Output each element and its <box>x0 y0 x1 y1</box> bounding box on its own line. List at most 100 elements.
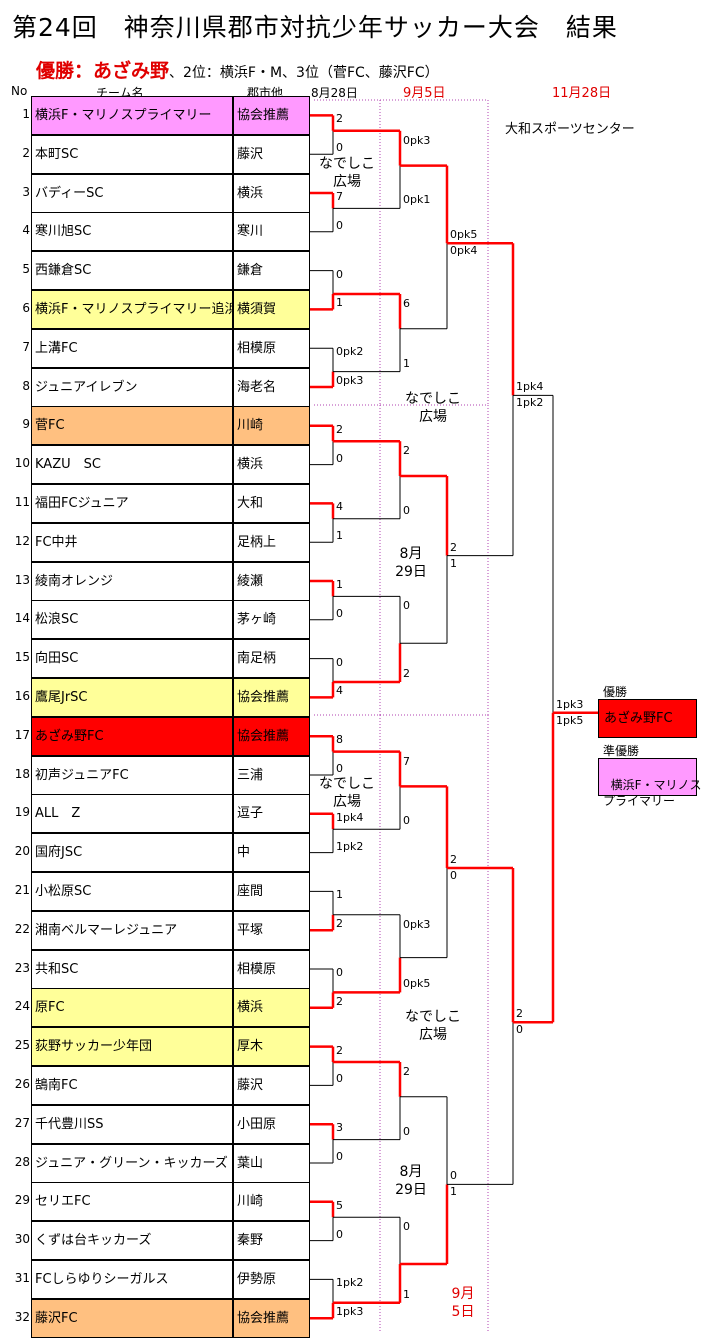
team-number: 5 <box>22 262 30 277</box>
team-number: 20 <box>14 844 30 859</box>
team-number: 30 <box>14 1232 30 1247</box>
team-number: 14 <box>14 611 30 626</box>
team-city: 足柄上 <box>233 522 310 562</box>
team-name: 本町SC <box>31 134 233 174</box>
match-score: 0 <box>336 1227 343 1241</box>
team-city: 藤沢 <box>233 1066 310 1105</box>
match-score: 0 <box>336 218 343 232</box>
team-city: 寒川 <box>233 212 310 252</box>
team-name: 寒川旭SC <box>31 212 233 252</box>
match-score: 2 <box>450 853 457 866</box>
team-number: 12 <box>14 533 30 548</box>
match-score: 7 <box>403 754 410 768</box>
champion-name: あざみ野FC <box>604 711 673 726</box>
team-number: 18 <box>14 766 30 781</box>
team-number: 24 <box>14 999 30 1014</box>
venue-label: 8月 29日 <box>395 1164 427 1198</box>
champion-box: あざみ野FC <box>598 699 697 738</box>
match-score: 1 <box>336 578 343 591</box>
header-final-date: 11月28日 <box>552 86 612 101</box>
page-title: 第24回 神奈川県郡市対抗少年サッカー大会 結果 <box>12 13 618 42</box>
team-city: 川崎 <box>233 406 310 446</box>
match-score: 1 <box>336 529 343 543</box>
team-name: くずは台キッカーズ <box>31 1221 233 1261</box>
match-score: 0pk3 <box>403 133 431 147</box>
team-name: 福田FCジュニア <box>31 484 233 523</box>
team-city: 南足柄 <box>233 639 310 679</box>
runner-up-label: 準優勝 <box>603 744 640 758</box>
team-number: 1 <box>22 107 30 121</box>
match-score: 0pk3 <box>336 374 364 387</box>
venue-label: なでしこ 広場 <box>405 1009 461 1043</box>
team-number: 17 <box>14 727 30 742</box>
runner-up-name: 横浜F・マリノス プライマリー <box>603 778 702 808</box>
match-score: 4 <box>336 684 343 698</box>
team-city: 相模原 <box>233 949 310 989</box>
team-city: 川崎 <box>233 1182 310 1222</box>
team-name: 小松原SC <box>31 872 233 911</box>
team-number: 28 <box>14 1154 30 1169</box>
team-city: 厚木 <box>233 1027 310 1067</box>
team-city: 葉山 <box>233 1143 310 1183</box>
team-number: 6 <box>22 301 30 315</box>
match-score: 0 <box>336 606 343 620</box>
team-name: 湘南ベルマーレジュニア <box>31 910 233 950</box>
match-score: 7 <box>336 190 343 203</box>
match-score: 0 <box>403 503 410 517</box>
match-score: 1 <box>403 1287 410 1301</box>
team-city: 逗子 <box>233 794 310 834</box>
team-name: 藤沢FC <box>31 1298 233 1338</box>
team-name: 初声ジュニアFC <box>31 755 233 795</box>
team-name: 上溝FC <box>31 328 233 368</box>
team-city: 秦野 <box>233 1221 310 1261</box>
team-city: 伊勢原 <box>233 1260 310 1299</box>
venue-label: 9月 5日 <box>451 1286 475 1320</box>
team-city: 海老名 <box>233 367 310 407</box>
team-number: 15 <box>14 650 30 665</box>
match-score: 2 <box>516 1007 523 1021</box>
team-city: 藤沢 <box>233 134 310 174</box>
match-score: 0 <box>336 141 343 155</box>
venue-label: なでしこ 広場 <box>319 776 375 810</box>
match-score: 0 <box>450 1169 457 1183</box>
team-number: 23 <box>14 960 30 975</box>
result-summary: 優勝：あざみ野、2位：横浜F・M、3位（菅FC、藤沢FC） <box>36 56 439 83</box>
match-score: 1pk2 <box>516 396 544 410</box>
match-score: 1pk4 <box>336 810 364 824</box>
match-score: 5 <box>336 1198 343 1212</box>
team-number: 19 <box>14 805 30 820</box>
match-score: 0 <box>516 1023 523 1037</box>
match-score: 1pk5 <box>556 713 584 727</box>
match-score: 0 <box>403 599 410 613</box>
team-name: ALL Z <box>31 794 233 834</box>
team-city: 協会推薦 <box>233 678 310 717</box>
match-score: 4 <box>336 500 343 514</box>
team-name: 共和SC <box>31 949 233 989</box>
team-name: 千代豊川SS <box>31 1104 233 1144</box>
team-name: 綾南オレンジ <box>31 561 233 601</box>
team-name: FC中井 <box>31 522 233 562</box>
team-name: 横浜F・マリノスプライマリー追浜 <box>31 290 233 329</box>
match-score: 2 <box>336 994 343 1008</box>
header-no: No <box>11 84 28 98</box>
match-score: 0 <box>336 966 343 979</box>
winner-label: 優勝：あざみ野 <box>36 60 170 82</box>
team-number: 2 <box>22 145 30 160</box>
match-score: 0 <box>336 762 343 775</box>
team-city: 三浦 <box>233 755 310 795</box>
team-number: 8 <box>22 378 30 393</box>
match-score: 0 <box>336 451 343 465</box>
team-city: 協会推薦 <box>233 716 310 756</box>
